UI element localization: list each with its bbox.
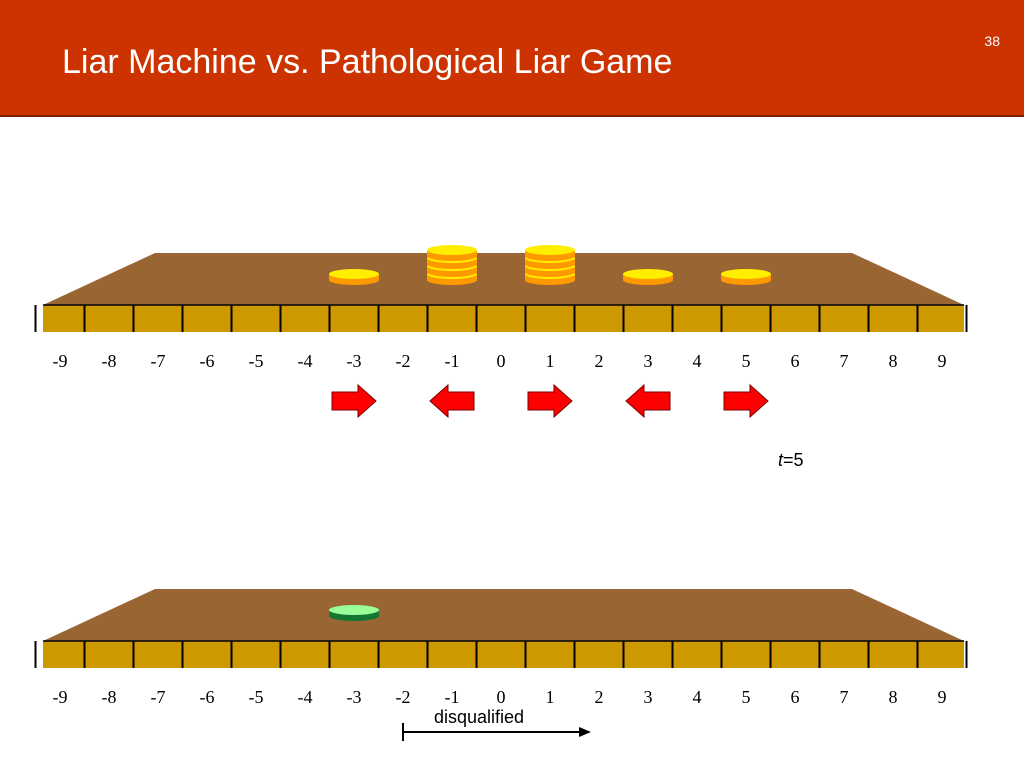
position-label: 8 <box>889 687 898 707</box>
disqualified-label: disqualified <box>434 707 525 727</box>
disqualified-arrowhead <box>579 727 591 737</box>
position-label: -2 <box>396 687 411 707</box>
position-label: 4 <box>693 351 702 371</box>
chip-top <box>329 269 379 279</box>
position-label: -5 <box>249 351 264 371</box>
move-arrow-right <box>527 383 573 419</box>
position-label: 0 <box>497 687 506 707</box>
time-label: t=5 <box>778 450 804 471</box>
yellow-chip <box>721 269 771 285</box>
move-arrow-right <box>723 383 769 419</box>
chip-top <box>427 245 477 255</box>
position-label: 7 <box>840 351 849 371</box>
pathological-liar-game-board: -9 -8 -7 -6 -5 -4 -3 -2 -1 0 1 2 3 4 5 6 7 8 9 <box>34 589 968 741</box>
position-label: -4 <box>298 687 313 707</box>
position-label: 8 <box>889 351 898 371</box>
position-label: 6 <box>791 687 800 707</box>
move-arrow-left <box>429 383 475 419</box>
time-value: =5 <box>783 450 804 470</box>
position-label: -2 <box>396 351 411 371</box>
position-label: 3 <box>644 351 653 371</box>
chip-top <box>623 269 673 279</box>
chip-top <box>525 245 575 255</box>
board-surface <box>43 589 964 641</box>
yellow-chip <box>525 245 575 261</box>
position-label: -6 <box>200 351 215 371</box>
move-arrow-left <box>625 383 671 419</box>
position-label: -4 <box>298 351 313 371</box>
position-label: -1 <box>445 687 460 707</box>
position-label: -8 <box>102 687 117 707</box>
position-label: -6 <box>200 687 215 707</box>
yellow-chip <box>623 269 673 285</box>
position-label: 9 <box>938 351 947 371</box>
position-label: 3 <box>644 687 653 707</box>
slide-number: 38 <box>984 33 1000 49</box>
position-label: -9 <box>53 351 68 371</box>
position-label: 9 <box>938 687 947 707</box>
board-front-strip <box>43 641 964 668</box>
position-label: -8 <box>102 351 117 371</box>
position-label: 1 <box>546 687 555 707</box>
yellow-chip <box>427 245 477 261</box>
liar-machine-board: -9 -8 -7 -6 -5 -4 -3 -2 -1 0 1 2 3 4 5 6 7 8 9 <box>34 245 968 419</box>
position-label: 2 <box>595 687 604 707</box>
position-label: 2 <box>595 351 604 371</box>
board-front-strip <box>43 305 964 332</box>
time-variable: t <box>778 450 784 470</box>
position-label: -9 <box>53 687 68 707</box>
position-label: 0 <box>497 351 506 371</box>
position-label: -1 <box>445 351 460 371</box>
chip-top <box>721 269 771 279</box>
position-label: 4 <box>693 687 702 707</box>
position-label: 5 <box>742 351 751 371</box>
position-label: -7 <box>151 351 166 371</box>
position-label: 5 <box>742 687 751 707</box>
yellow-chip <box>329 269 379 285</box>
slide-header: Liar Machine vs. Pathological Liar Game … <box>0 0 1024 117</box>
green-chip <box>329 605 379 621</box>
position-label: 1 <box>546 351 555 371</box>
move-arrow-right <box>331 383 377 419</box>
chip-top <box>329 605 379 615</box>
position-label: -3 <box>347 687 362 707</box>
board-surface <box>43 253 964 305</box>
position-label: -3 <box>347 351 362 371</box>
position-label: 7 <box>840 687 849 707</box>
position-label: -5 <box>249 687 264 707</box>
slide-title: Liar Machine vs. Pathological Liar Game <box>62 43 673 81</box>
position-label: 6 <box>791 351 800 371</box>
position-label: -7 <box>151 687 166 707</box>
